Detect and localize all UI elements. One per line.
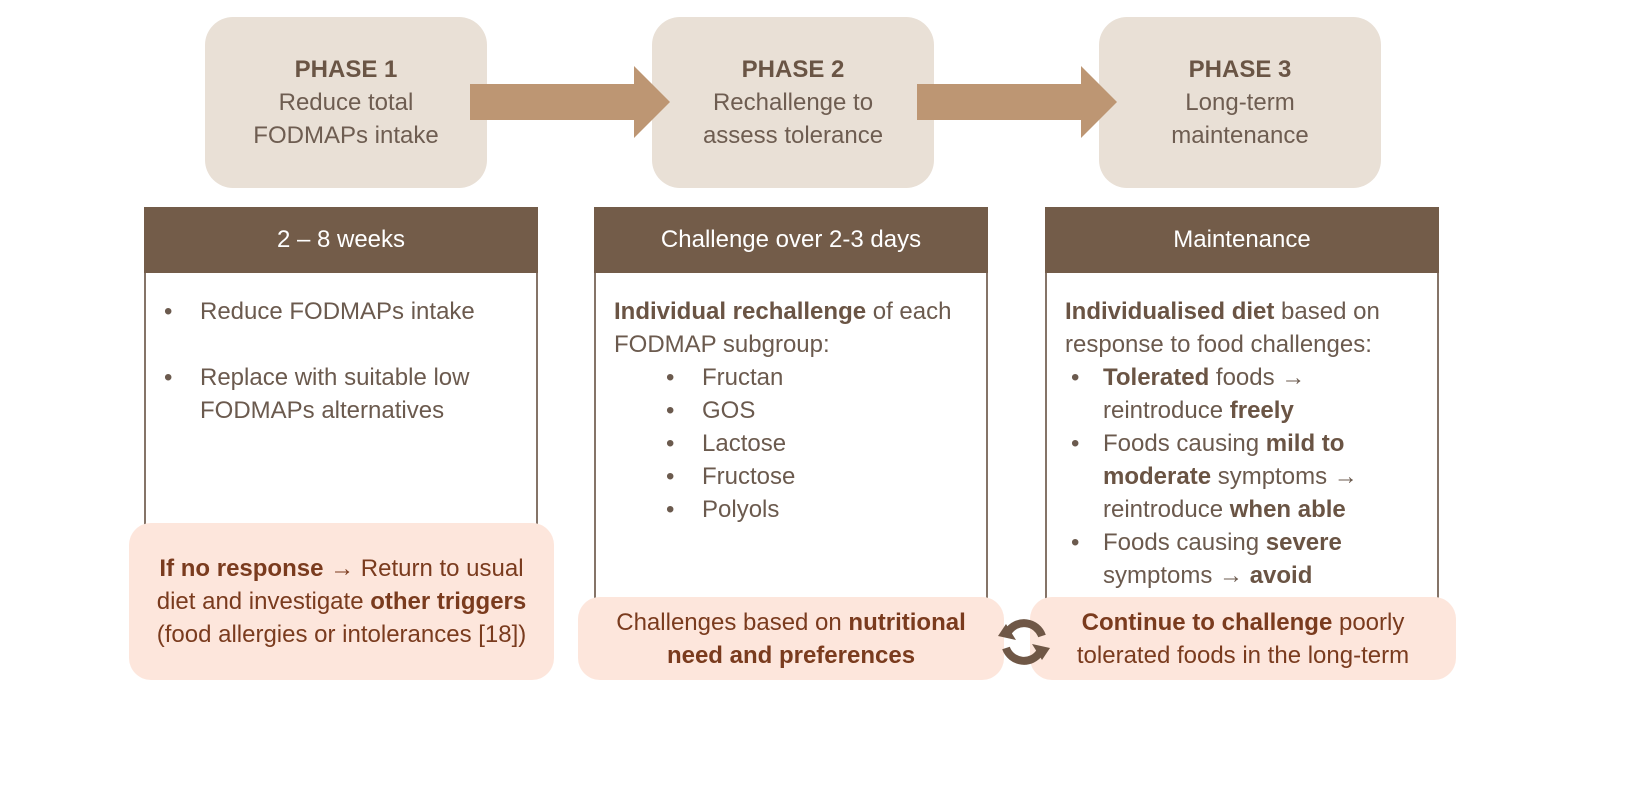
phase-1-title: PHASE 1 (294, 56, 398, 83)
phase-3-box: PHASE 3 Long-term maintenance (1099, 17, 1381, 188)
phase-3-line2: maintenance (1171, 122, 1309, 149)
emphasis: when able (1229, 496, 1346, 523)
text: foods → reintroduce (1103, 364, 1306, 424)
phase-2-box: PHASE 2 Rechallenge to assess tolerance (652, 17, 934, 188)
phase-2-line2: assess tolerance (702, 122, 884, 149)
phase-2-note: Challenges based on nutritional need and… (578, 597, 1004, 680)
phase-2-intro: Individual rechallenge of each FODMAP su… (614, 295, 968, 361)
list-item: Foods causing severe symptoms → avoid (1065, 526, 1419, 592)
list-item: Polyols (666, 493, 968, 526)
text: Challenges based on (616, 608, 849, 636)
text: Foods causing (1103, 430, 1266, 457)
emphasis: nutritional need and preferences (666, 608, 966, 669)
emphasis: Tolerated (1103, 364, 1210, 391)
list-item: GOS (666, 394, 968, 427)
cycle-icon (998, 619, 1050, 665)
text: symptoms → reintroduce (1103, 463, 1358, 523)
phase-2-title: PHASE 2 (741, 56, 845, 83)
list-item: Foods causing mild to moderate symptoms … (1065, 427, 1419, 526)
emphasis: avoid (1249, 562, 1313, 589)
phase-3-duration-header: Maintenance (1045, 207, 1439, 273)
phase-3-column: Maintenance Individualised diet based on… (1045, 207, 1439, 601)
phase-3-title: PHASE 3 (1188, 56, 1292, 83)
phase-2-intro-text: of each FODMAP subgroup: (614, 298, 952, 358)
emphasis: Continue to challenge (1081, 608, 1333, 636)
phase-2-duration-header: Challenge over 2-3 days (594, 207, 988, 273)
emphasis: If no response (159, 555, 324, 582)
emphasis: freely (1229, 397, 1294, 424)
phase-1-bullet-list: Reduce FODMAPs intake Replace with suita… (164, 295, 518, 427)
phase-3-line1: Long-term (1185, 89, 1295, 116)
response-list: Tolerated foods → reintroduce freely Foo… (1065, 361, 1419, 592)
text: symptoms → (1103, 562, 1250, 589)
right-arrow-icon (470, 66, 670, 138)
emphasis: severe (1265, 529, 1342, 556)
text: → Return to usual diet and investigate (156, 555, 524, 615)
list-item: Replace with suitable low FODMAPs altern… (164, 361, 518, 427)
list-item: Lactose (666, 427, 968, 460)
phase-3-note: Continue to challenge poorly tolerated f… (1030, 597, 1456, 680)
phase-3-intro-text: based on response to food challenges: (1065, 298, 1380, 358)
phase-1-note: If no response → Return to usual diet an… (129, 523, 554, 680)
phase-3-intro: Individualised diet based on response to… (1065, 295, 1419, 361)
phase-1-box: PHASE 1 Reduce total FODMAPs intake (205, 17, 487, 188)
list-item: Tolerated foods → reintroduce freely (1065, 361, 1419, 427)
phase-2-column: Challenge over 2-3 days Individual recha… (594, 207, 988, 601)
text: (food allergies or intolerances [18]) (156, 621, 527, 648)
list-item: Reduce FODMAPs intake (164, 295, 518, 328)
text: poorly tolerated foods in the long-term (1076, 608, 1410, 669)
fodmap-subgroup-list: Fructan GOS Lactose Fructose Polyols (666, 361, 968, 526)
text: Foods causing (1103, 529, 1266, 556)
phase-2-line1: Rechallenge to (712, 89, 874, 116)
emphasis: mild to moderate (1103, 430, 1345, 490)
right-arrow-icon (917, 66, 1117, 138)
phase-1-line1: Reduce total (278, 89, 414, 116)
list-item: Fructose (666, 460, 968, 493)
phase-1-line2: FODMAPs intake (253, 122, 439, 149)
phase-3-intro-bold: Individualised diet (1065, 298, 1275, 325)
phase-2-intro-bold: Individual rechallenge (614, 298, 867, 325)
phase-1-duration-header: 2 – 8 weeks (144, 207, 538, 273)
list-item: Fructan (666, 361, 968, 394)
emphasis: other triggers (370, 588, 527, 615)
